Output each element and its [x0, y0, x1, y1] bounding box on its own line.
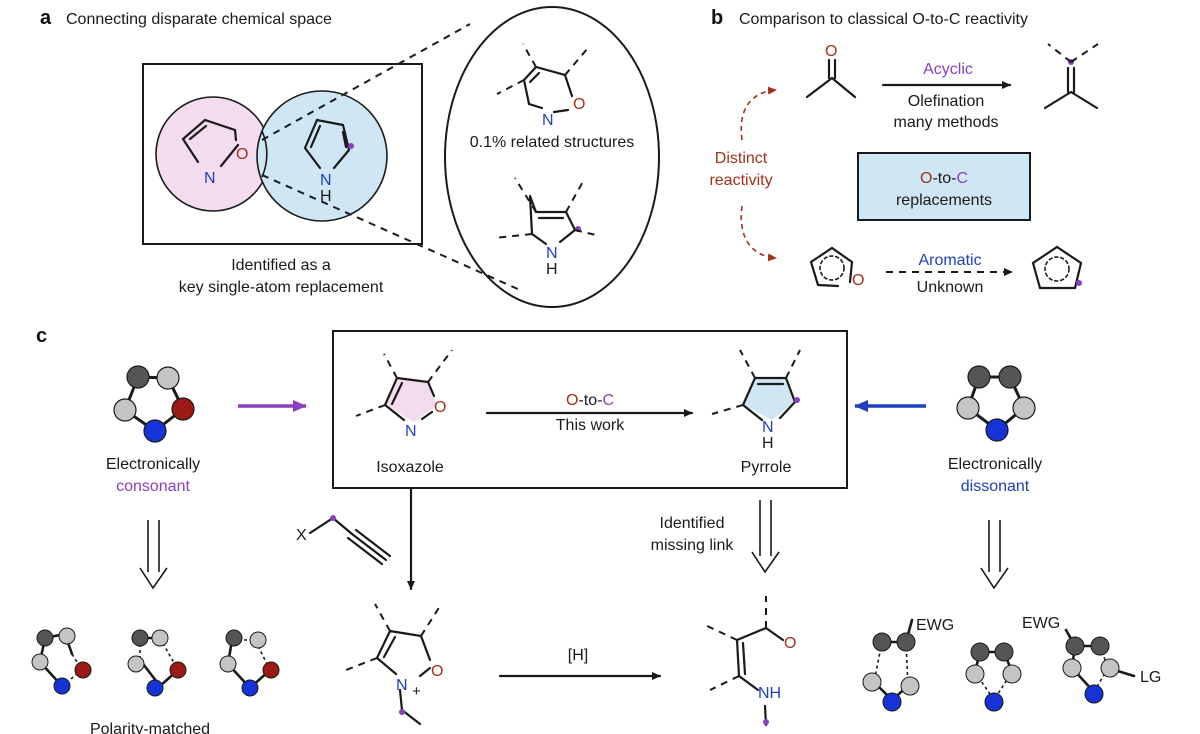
- isoxazole-space-circle: [155, 96, 271, 212]
- pyrrole-space-circle: [256, 90, 388, 222]
- panel-a-caption-line2: key single-atom replacement: [179, 279, 384, 296]
- matched-ring-3: [219, 629, 280, 697]
- dissonant-label: dissonant: [961, 478, 1030, 495]
- panel-b-letter: b: [711, 7, 723, 29]
- acetone-structure: O: [805, 43, 857, 99]
- o-to-c-box-line2: replacements: [896, 192, 992, 209]
- unknown-label: Unknown: [917, 279, 984, 296]
- dissonant-ring-1: [862, 618, 920, 712]
- matched-ring-2: [127, 629, 187, 697]
- isoxazolium-structure: O N +: [345, 603, 443, 726]
- consonant-bead-ring: [113, 365, 195, 443]
- distinct-arrow-down: [740, 205, 777, 262]
- nh-label: NH: [758, 685, 781, 702]
- polarity-matched-rings: [31, 627, 280, 697]
- panel-b-title: Comparison to classical O-to-C reactivit…: [739, 11, 1028, 28]
- dissonant-bead-ring: [956, 365, 1036, 442]
- ewg-label-2: EWG: [1022, 615, 1060, 632]
- o-to-c-box: [857, 152, 1031, 221]
- panel-a-caption-line1: Identified as a: [231, 257, 331, 274]
- panel-c: c Electronically consonant O N Isoxazole…: [31, 325, 1161, 734]
- dissonant-examples: EWG EWG LG: [862, 615, 1161, 712]
- nitrogen-label: N: [405, 423, 417, 440]
- oxygen-label: O: [784, 635, 796, 652]
- olefin-product-structure: [1043, 43, 1099, 110]
- hydrogenation-label: [H]: [568, 647, 588, 664]
- distinct-line2: reactivity: [709, 172, 772, 189]
- lg-label: LG: [1140, 669, 1161, 686]
- plus-charge: +: [412, 683, 421, 700]
- matched-ring-1: [31, 627, 92, 695]
- oxygen-label: O: [852, 272, 864, 289]
- panel-c-letter: c: [36, 325, 47, 347]
- pyrrole-structure-c: N H: [711, 349, 801, 452]
- distinct-arrow-up: [740, 86, 777, 141]
- ewg-label-1: EWG: [916, 617, 954, 634]
- related-structures-label: 0.1% related structures: [470, 134, 635, 151]
- dissonant-ring-3: [1062, 628, 1136, 704]
- polarity-matched-label: Polarity-matched: [90, 721, 210, 734]
- nh-h-label: H: [320, 188, 332, 205]
- pyrrole-label: Pyrrole: [741, 459, 792, 476]
- isoxazole-structure-c: O N: [355, 349, 453, 440]
- pyrrole-structure-a: N H: [303, 118, 354, 205]
- oxygen-label: O: [434, 399, 446, 416]
- oxygen-label: O: [431, 663, 443, 680]
- zoom-ellipse: [444, 6, 660, 308]
- isoxazole-structure-a: O N: [181, 118, 248, 187]
- cyclopentadiene-structure: [1031, 245, 1083, 290]
- o-to-c-label: O-to-C: [566, 392, 614, 409]
- acyclic-label: Acyclic: [923, 61, 973, 78]
- alkyne-reagent-structure: X: [296, 515, 392, 566]
- identified-line2: missing link: [651, 537, 735, 554]
- many-methods-label: many methods: [894, 114, 999, 131]
- consonant-label: consonant: [116, 478, 190, 495]
- furan-structure: O: [809, 246, 864, 289]
- olefination-label: Olefination: [908, 93, 985, 110]
- hollow-arrow-center: [751, 500, 780, 574]
- dissonant-ring-2: [965, 642, 1022, 712]
- nh-n-label: N: [762, 419, 774, 436]
- venn-frame: [142, 63, 423, 245]
- identified-line1: Identified: [660, 515, 725, 532]
- substituted-pyrrole-a: N H: [494, 177, 601, 278]
- enaminone-structure: O NH: [704, 596, 796, 727]
- nitrogen-label: N: [542, 112, 554, 129]
- panel-a: a Connecting disparate chemical space O …: [40, 6, 660, 308]
- hollow-arrow-right: [980, 520, 1009, 590]
- hollow-arrow-left: [139, 520, 168, 590]
- this-work-label: This work: [556, 417, 625, 434]
- oxygen-label: O: [236, 146, 248, 163]
- distinct-line1: Distinct: [715, 150, 768, 167]
- isoxazole-label: Isoxazole: [376, 459, 444, 476]
- electronically-left: Electronically: [106, 456, 200, 473]
- panel-b: b Comparison to classical O-to-C reactiv…: [709, 7, 1099, 296]
- electronically-right: Electronically: [948, 456, 1042, 473]
- carbon-dot: [348, 143, 354, 149]
- substituted-isoxazole-a: O N: [496, 43, 589, 129]
- panel-a-title: Connecting disparate chemical space: [66, 11, 332, 28]
- nh-h-label: H: [762, 435, 774, 452]
- this-work-box: [332, 330, 848, 489]
- reagent-x-label: X: [296, 527, 307, 544]
- nh-h-label: H: [546, 261, 558, 278]
- panel-a-letter: a: [40, 7, 52, 29]
- nh-n-label: N: [546, 245, 558, 262]
- aromatic-label: Aromatic: [918, 252, 981, 269]
- nitrogen-label: N: [204, 170, 216, 187]
- nitrogen-label: N: [396, 677, 408, 694]
- nh-n-label: N: [320, 172, 332, 189]
- oxygen-label: O: [573, 96, 585, 113]
- oxygen-label: O: [825, 43, 837, 60]
- o-to-c-box-line1: O-to-C: [920, 170, 968, 187]
